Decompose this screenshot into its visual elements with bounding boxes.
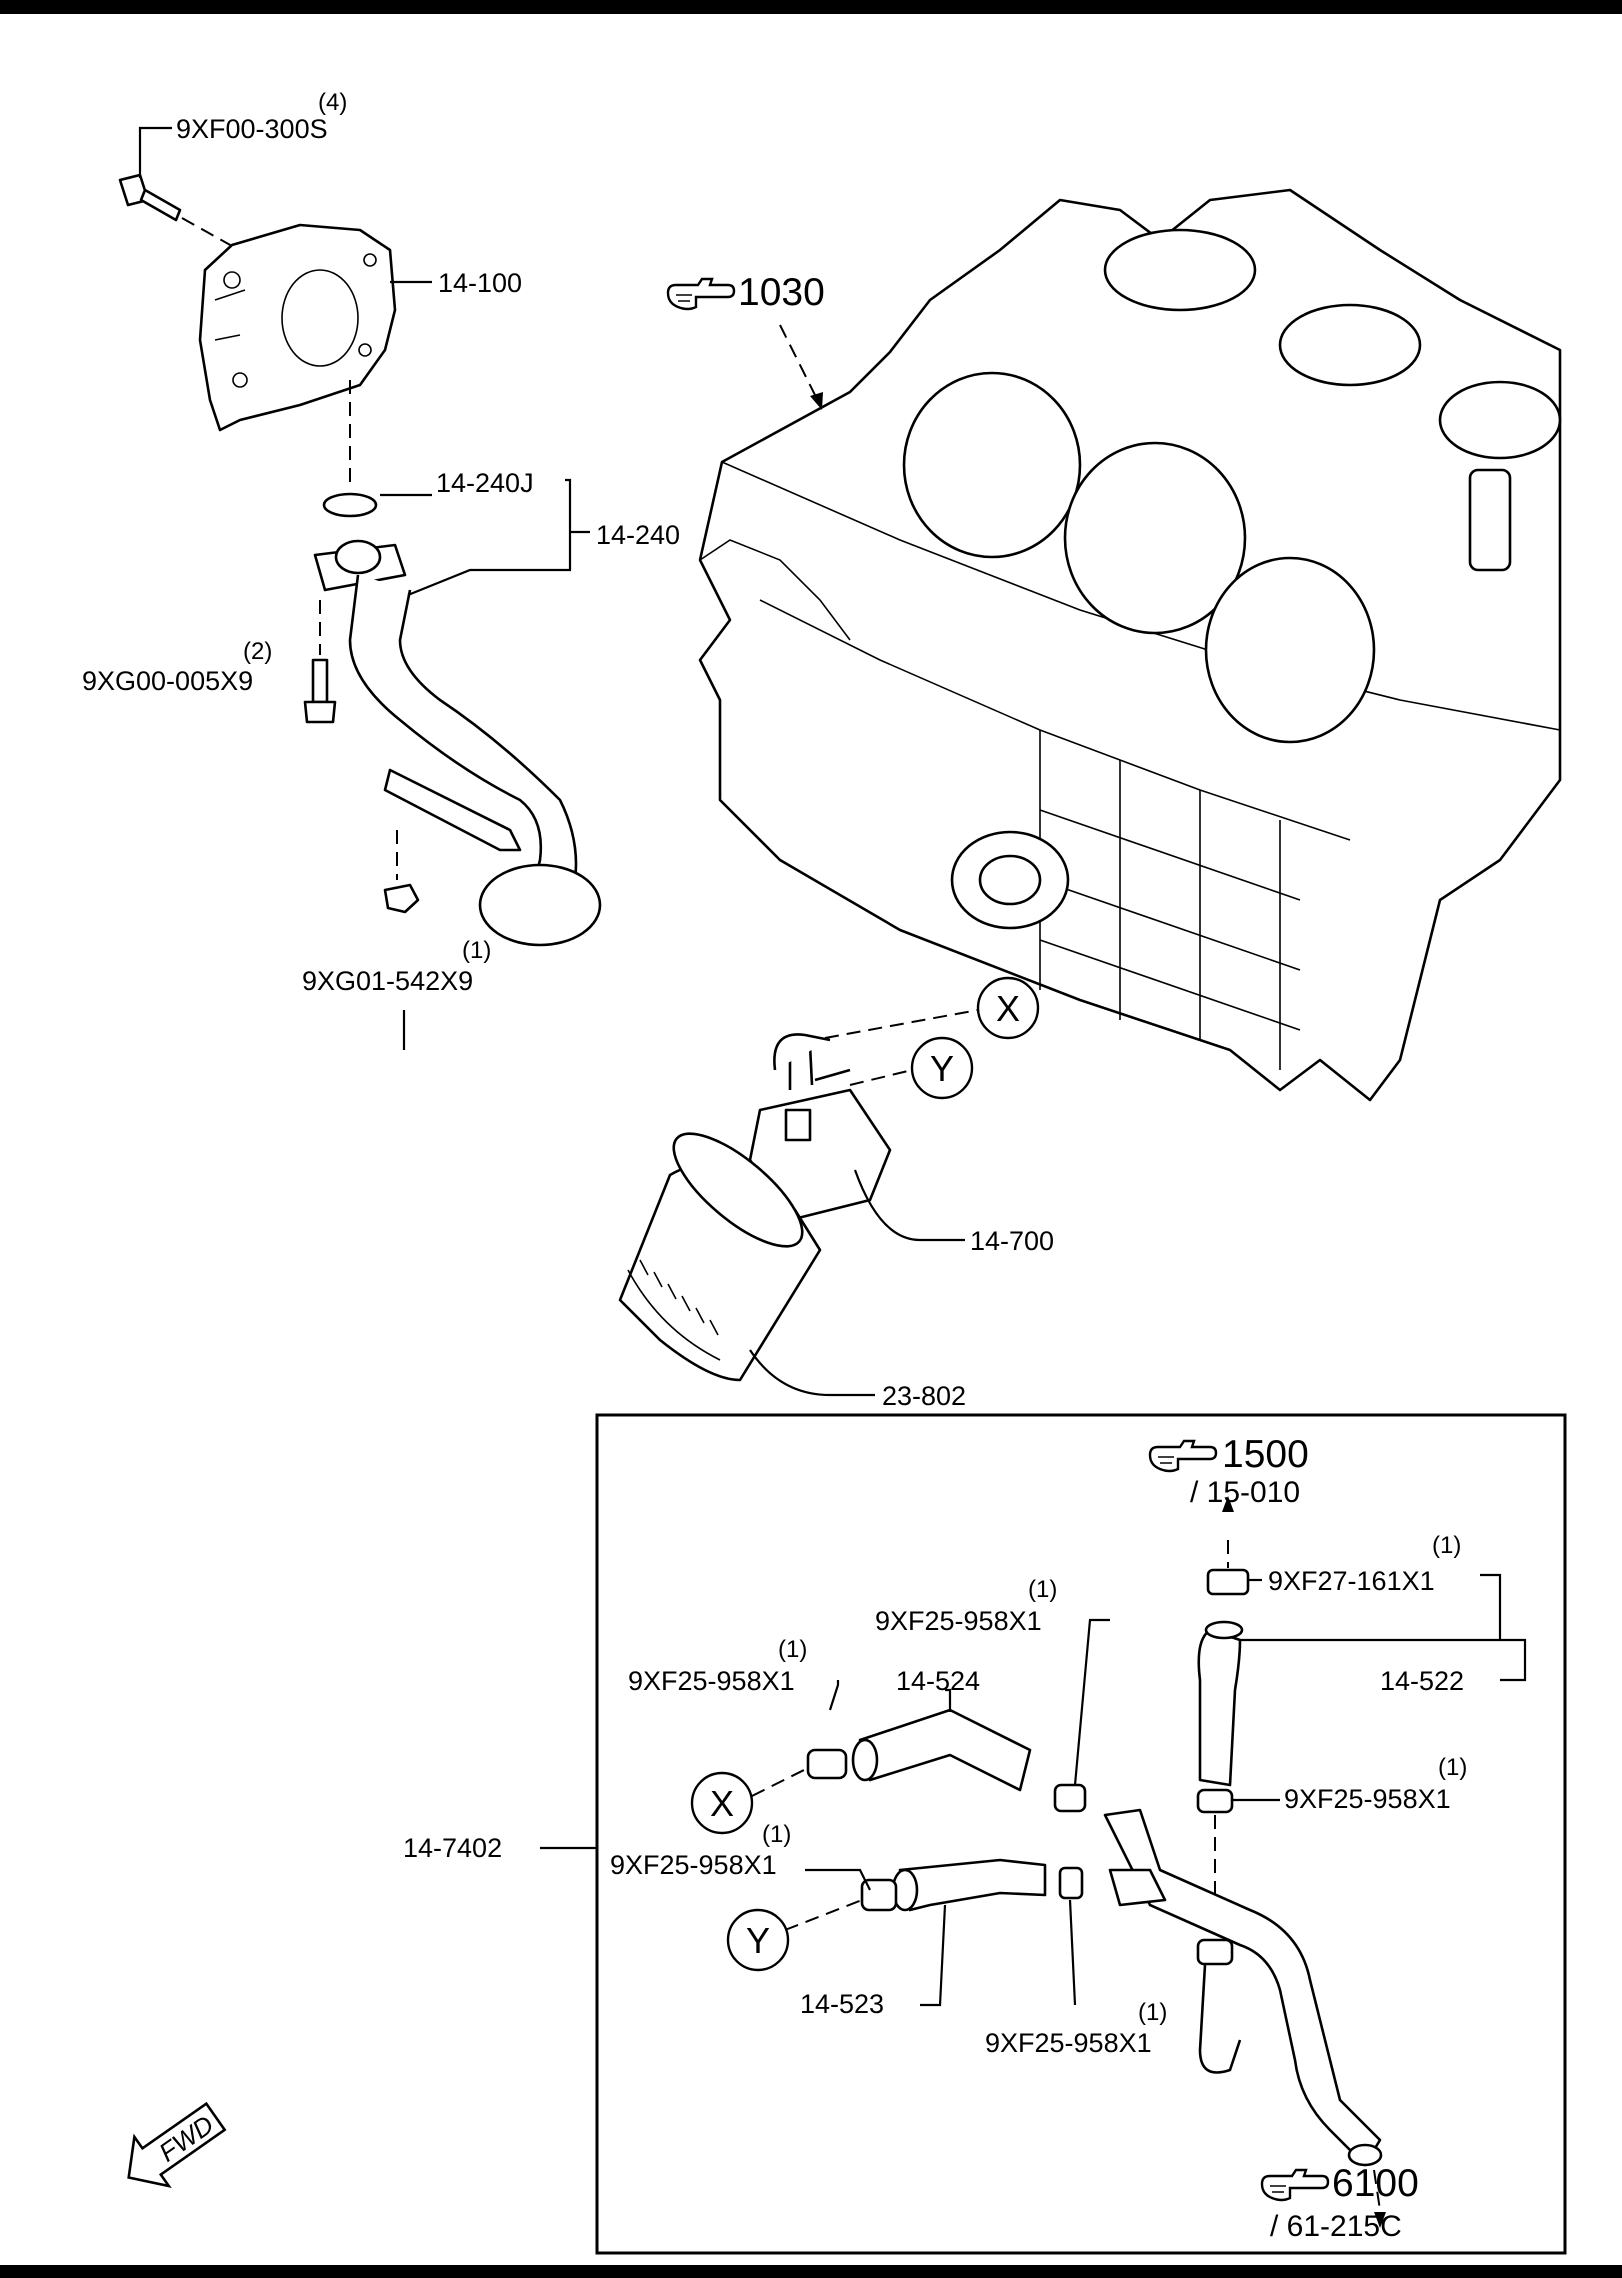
cap-qty: (1) (1432, 1532, 1461, 1559)
clamp-bottom-label: 9XF25-958X1 (985, 2028, 1152, 2058)
connector-x-lower: X (690, 1771, 754, 1835)
strainer-gasket-illustration (322, 492, 378, 518)
oil-filter-label: 23-802 (882, 1381, 966, 1411)
oil-pump-label: 14-100 (438, 268, 522, 298)
cooler-hose-assembly-box (595, 1413, 1567, 2255)
pointing-hand-icon (1260, 2168, 1330, 2202)
hose-x-label: 14-524 (896, 1666, 980, 1696)
strainer-nut-label: 9XG01-542X9 (302, 966, 473, 996)
lower-ref-label: 6100 (1332, 2162, 1419, 2205)
hose-y-label: 14-523 (800, 1989, 884, 2019)
oil-pump-illustration (198, 223, 397, 432)
pointing-hand-icon (1148, 1439, 1218, 1473)
upper-hose-illustration (1197, 1628, 1242, 1787)
leader-lines (138, 126, 1527, 2007)
clamp-top-qty: (1) (1028, 1576, 1057, 1603)
strainer-bolt-qty: (2) (243, 638, 272, 665)
lower-ref: 6100 / 61-215C (1260, 2162, 1419, 2243)
oil-pump-bolt-qty: (4) (318, 89, 347, 116)
hose-x-illustration (806, 1708, 1087, 1813)
connector-x-upper: X (976, 976, 1040, 1040)
clamp-x-label: 9XF25-958X1 (628, 1666, 795, 1696)
oil-cooler-label: 14-700 (970, 1226, 1054, 1256)
clamp-y-qty: (1) (762, 1821, 791, 1848)
connector-y-lower-label: Y (746, 1920, 770, 1961)
upper-hose-label: 14-522 (1380, 1666, 1464, 1696)
pointing-hand-icon (666, 277, 736, 311)
oil-pump-bolt-illustration (118, 173, 233, 247)
upper-ref-label: 1500 (1222, 1433, 1309, 1476)
upper-ref-sub: / 15-010 (1190, 1476, 1300, 1509)
fwd-arrow-icon: FWD (127, 2101, 227, 2189)
strainer-nut-qty: (1) (462, 937, 491, 964)
clamp-y-label: 9XF25-958X1 (610, 1850, 777, 1880)
oil-strainer-label: 14-240 (596, 520, 680, 550)
connector-x-upper-label: X (996, 988, 1020, 1029)
lower-ref-sub: / 61-215C (1270, 2210, 1402, 2243)
bottom-border (0, 2265, 1622, 2278)
top-border (0, 0, 1622, 14)
strainer-bolt-label: 9XG00-005X9 (82, 666, 253, 696)
connector-y-upper: Y (910, 1036, 974, 1100)
cap-illustration (1206, 1496, 1250, 1596)
engine-block-illustration (698, 188, 1562, 1102)
clamp-top-label: 9XF25-958X1 (875, 1606, 1042, 1636)
clamp-right-qty: (1) (1438, 1754, 1467, 1781)
strainer-gasket-label: 14-240J (436, 468, 534, 498)
connector-y-lower: Y (726, 1908, 790, 1972)
clamp-right-label: 9XF25-958X1 (1284, 1784, 1451, 1814)
connector-y-upper-label: Y (930, 1048, 954, 1089)
oil-strainer-illustration (313, 539, 602, 947)
strainer-nut-illustration (383, 830, 420, 914)
engine-block-ref-label: 1030 (738, 271, 825, 314)
cooler-hose-assy-label: 14-7402 (403, 1833, 502, 1863)
main-hose-pipe-illustration (1103, 1808, 1386, 2228)
engine-block-ref: 1030 (666, 271, 825, 410)
upper-ref: 1500 / 15-010 (1148, 1433, 1309, 1509)
hose-y-illustration (860, 1858, 1084, 1912)
strainer-bolt-illustration (303, 600, 337, 724)
oil-pump-bolt-label: 9XF00-300S (176, 114, 328, 144)
right-clamp-illustration (1196, 1788, 1234, 1814)
cap-label: 9XF27-161X1 (1268, 1566, 1435, 1596)
connector-x-lower-label: X (710, 1783, 734, 1824)
oil-filter-illustration (618, 1132, 822, 1382)
clamp-x-qty: (1) (778, 1636, 807, 1663)
clamp-bottom-qty: (1) (1138, 1999, 1167, 2026)
oil-cooler-illustration (748, 1033, 892, 1222)
